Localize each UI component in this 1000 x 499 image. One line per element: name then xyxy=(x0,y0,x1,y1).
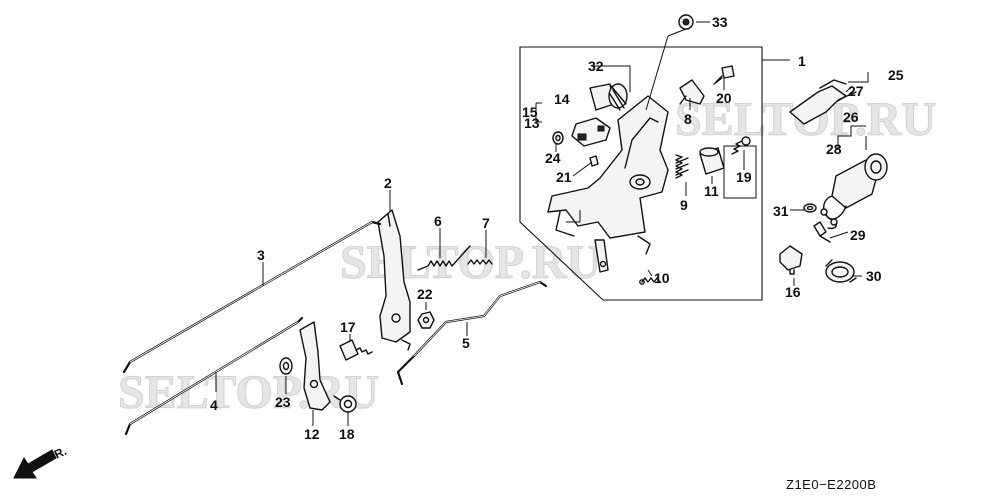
callout-23: 23 xyxy=(275,394,291,410)
part-11-sleeve xyxy=(699,147,725,175)
part-20-screw xyxy=(713,65,735,85)
front-direction-label: FR. xyxy=(45,444,68,465)
front-arrow-icon xyxy=(13,449,57,479)
callout-13: 13 xyxy=(524,115,540,131)
callout-21: 21 xyxy=(556,169,572,185)
callout-18: 18 xyxy=(339,426,355,442)
callout-33: 33 xyxy=(712,14,728,30)
part-5-control-rod xyxy=(396,280,548,386)
callout-2: 2 xyxy=(384,175,392,191)
callout-labels: 1 2 3 4 5 6 7 8 9 10 11 12 13 14 15 16 1… xyxy=(210,14,904,442)
part-19-screw xyxy=(731,136,751,155)
callout-12: 12 xyxy=(304,426,320,442)
callout-6: 6 xyxy=(434,213,442,229)
part-21-bolt xyxy=(572,155,599,177)
callout-17: 17 xyxy=(340,319,356,335)
callout-32: 32 xyxy=(588,58,604,74)
callout-4: 4 xyxy=(210,397,218,413)
part-17-bolt xyxy=(339,339,373,361)
callout-31: 31 xyxy=(773,203,789,219)
callout-22: 22 xyxy=(417,286,433,302)
diagram-reference-code: Z1E0−E2200B xyxy=(786,477,876,492)
part-9-spring xyxy=(675,154,689,179)
part-2-throttle-lever xyxy=(377,209,411,351)
callout-28: 28 xyxy=(826,141,842,157)
callout-15: 15 xyxy=(522,104,538,120)
callout-27: 27 xyxy=(848,83,864,99)
part-4-control-rod xyxy=(124,316,304,436)
part-28-switch-assembly xyxy=(820,153,888,230)
callout-14: 14 xyxy=(554,91,570,107)
part-12-lever xyxy=(299,321,331,411)
part-30-clamp xyxy=(825,259,857,283)
part-27-cable-holder xyxy=(789,79,857,125)
callout-8: 8 xyxy=(684,111,692,127)
watermark-center: SELTOP.RU xyxy=(340,236,601,289)
callout-10: 10 xyxy=(654,270,670,286)
part-33-grommet xyxy=(645,14,694,111)
part-16-bolt xyxy=(779,245,803,275)
callout-16: 16 xyxy=(785,284,801,300)
callout-20: 20 xyxy=(716,90,732,106)
watermarks: SELTOP.RU SELTOP.RU SELTOP.RU xyxy=(118,93,937,420)
callout-30: 30 xyxy=(866,268,882,284)
assembly-frame xyxy=(519,46,790,301)
callout-3: 3 xyxy=(257,247,265,263)
part-8-clip xyxy=(679,79,705,105)
part-13-bracket xyxy=(571,117,611,147)
callout-9: 9 xyxy=(680,197,688,213)
callout-29: 29 xyxy=(850,227,866,243)
callout-26: 26 xyxy=(843,109,859,125)
leader-lines xyxy=(215,21,869,426)
part-7-spring xyxy=(467,259,493,265)
watermark-bottom-left: SELTOP.RU xyxy=(118,366,379,419)
callout-24: 24 xyxy=(545,150,561,166)
callout-5: 5 xyxy=(462,335,470,351)
part-3-control-rod xyxy=(122,220,382,374)
callout-11: 11 xyxy=(704,183,719,199)
part-32-control-base xyxy=(547,65,669,273)
part-14-spring-housing xyxy=(589,83,628,111)
callout-1: 1 xyxy=(798,53,806,69)
part-6-spring xyxy=(417,245,471,271)
part-23-washer xyxy=(279,357,293,375)
callout-25: 25 xyxy=(888,67,904,83)
part-29-screw xyxy=(813,221,831,243)
part-22-nut xyxy=(417,311,435,329)
part-24-washer xyxy=(552,131,564,145)
part-10-spring xyxy=(639,277,661,285)
callout-7: 7 xyxy=(482,215,490,231)
callout-19: 19 xyxy=(736,169,752,185)
front-direction-indicator: FR. xyxy=(13,444,69,479)
part-31-washer xyxy=(803,203,817,213)
